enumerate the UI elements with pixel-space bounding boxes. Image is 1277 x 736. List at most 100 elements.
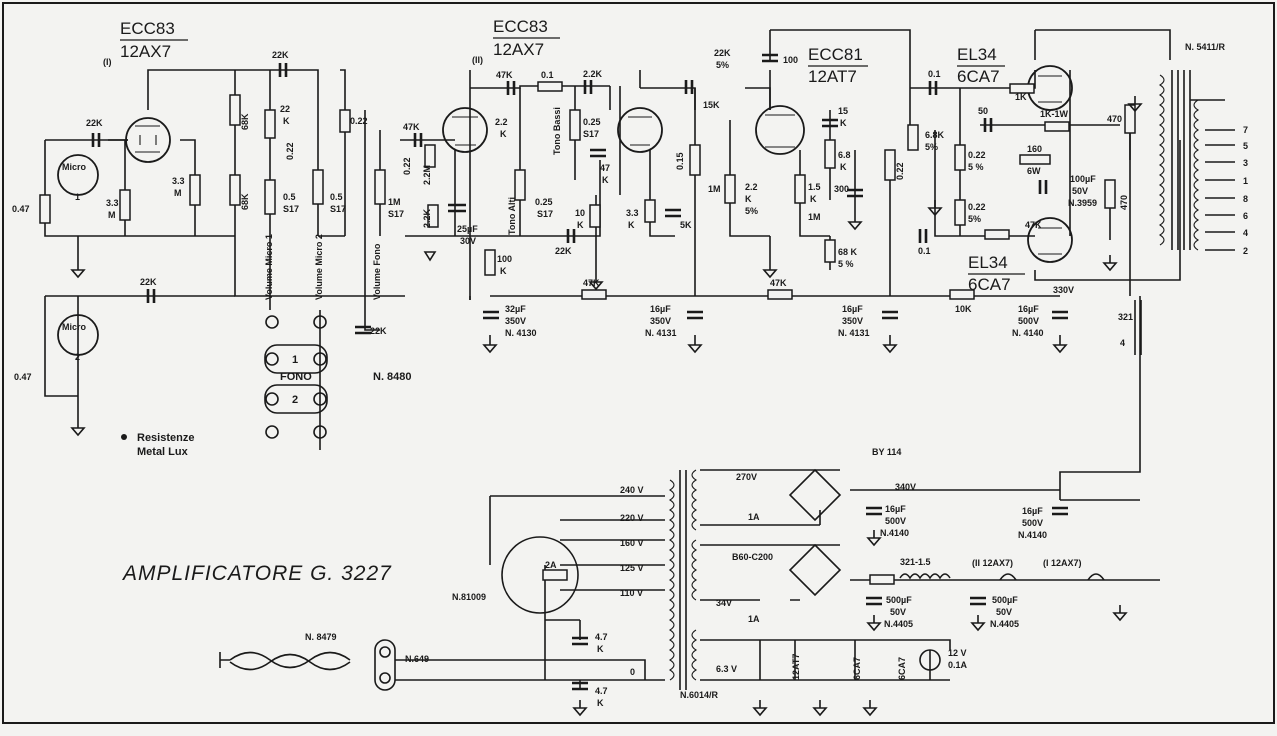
lbl-r022c: 0.22: [402, 157, 412, 175]
lbl-heat2: (I 12AX7): [1043, 558, 1082, 568]
lbl-r100k2: K: [500, 266, 507, 276]
fono-label: FONO: [280, 371, 312, 383]
lbl-c25v: 30V: [460, 236, 476, 246]
label-n81009: N.81009: [452, 592, 486, 602]
label-fuse2: 1A: [748, 614, 760, 624]
lbl-h6ca7a: 6CA7: [852, 657, 862, 680]
lbl-c32: 32µF: [505, 304, 526, 314]
input-labels: Micro 1 Micro 2 FONO 1 2 Resistenze Meta…: [62, 162, 312, 458]
lbl-c16bv: 350V: [842, 316, 863, 326]
lbl-r68k-c2: K: [840, 162, 847, 172]
lbl-c50: 50: [978, 106, 988, 116]
lbl-r5p2: 5%: [745, 206, 758, 216]
lbl-r5p: 5%: [716, 60, 729, 70]
tube-v2b: [617, 107, 663, 153]
lbl-c16en: N.4140: [1018, 530, 1047, 540]
lbl-c47k: 47: [600, 163, 610, 173]
lbl-sec8: 8: [1243, 194, 1248, 204]
micro1-label: Micro: [62, 162, 87, 172]
lbl-v125: 125 V: [620, 563, 644, 573]
v5-alt: 6CA7: [968, 275, 1011, 294]
lbl-s17b: S17: [330, 204, 346, 214]
lbl-sec4: 4: [1243, 228, 1248, 238]
lbl-c01b: 0.1: [928, 69, 941, 79]
lbl-r470b: 470: [1119, 195, 1129, 210]
lbl-heat1: (II 12AX7): [972, 558, 1013, 568]
label-choke2: 321: [1118, 312, 1133, 322]
v3-name: ECC81: [808, 45, 863, 64]
lbl-r47k-a: 47K: [403, 122, 420, 132]
legend-line1: Resistenze: [137, 432, 194, 444]
lbl-r33m-a2: M: [108, 210, 116, 220]
jacks: [121, 315, 396, 691]
lbl-r22k-t2: 2.2: [495, 117, 508, 127]
lbl-r68k-a: 68K: [240, 113, 250, 130]
label-choke: 321-1.5: [900, 557, 931, 567]
v2-alt: 12AX7: [493, 40, 544, 59]
lbl-v34: 34V: [716, 598, 732, 608]
lbl-r22k-g: 2.2: [745, 182, 758, 192]
lbl-s17d: S17: [583, 129, 599, 139]
lbl-r68k-c: 6.8: [838, 150, 851, 160]
lbl-v340: 340V: [895, 482, 916, 492]
lbl-r22k5: 22K: [714, 48, 731, 58]
lbl-c500bn: N.4405: [990, 619, 1019, 629]
lbl-c100n: N.3959: [1068, 198, 1097, 208]
lbl-r68k-e: 6.8K: [925, 130, 945, 140]
lbl-h6ca7b: 6CA7: [897, 657, 907, 680]
label-fuse1: 1A: [748, 512, 760, 522]
legend-line2: Metal Lux: [137, 446, 189, 458]
lbl-r15k: 15K: [703, 100, 720, 110]
lbl-r33k: 3.3: [626, 208, 639, 218]
micro1-num: 1: [75, 192, 80, 202]
lbl-c47b: 4.7: [595, 686, 608, 696]
capacitors: [91, 53, 1068, 691]
lbl-c16av: 350V: [650, 316, 671, 326]
lbl-sec2: 2: [1243, 246, 1248, 256]
component-labels: 0.47 0.47 22K 3.3 M 3.3 M 22K 22K 68K 68…: [12, 48, 1248, 708]
lbl-zero: 0: [630, 667, 635, 677]
lbl-c32v: 350V: [505, 316, 526, 326]
v1-index: (I): [103, 57, 112, 67]
lbl-r47k-b: 47K: [496, 70, 513, 80]
lbl-c16a: 16µF: [650, 304, 671, 314]
lbl-v270: 270V: [736, 472, 757, 482]
v2-name: ECC83: [493, 17, 548, 36]
label-n6014: N.6014/R: [680, 690, 719, 700]
volume-micro1: Volume Micro 1: [264, 234, 274, 300]
lbl-lamp2: 0.1A: [948, 660, 968, 670]
lbl-c16c: 16µF: [1018, 304, 1039, 314]
lbl-c300: 300: [834, 184, 849, 194]
lbl-r22k-c2: 22K: [140, 277, 157, 287]
lbl-r22k-g2: K: [745, 194, 752, 204]
lbl-r10k2: K: [577, 220, 584, 230]
lbl-c500b: 500µF: [992, 595, 1018, 605]
lbl-sec5: 5: [1243, 141, 1248, 151]
lbl-v220: 220 V: [620, 513, 644, 523]
lbl-c100uf: 100µF: [1070, 174, 1096, 184]
lbl-v160: 160 V: [620, 538, 644, 548]
tube-labels: ECC83 12AX7 (I) ECC83 12AX7 (II) ECC81 1…: [103, 17, 1025, 294]
label-n8480: N. 8480: [373, 371, 412, 383]
lbl-c16cv: 500V: [1018, 316, 1039, 326]
lbl-r33m-b: 3.3: [172, 176, 185, 186]
lbl-c16dn: N.4140: [880, 528, 909, 538]
lbl-c47k2: K: [602, 175, 609, 185]
label-n5411: N. 5411/R: [1185, 42, 1226, 52]
lbl-p025a: 0.25: [583, 117, 601, 127]
lbl-r022f: 0.22: [968, 202, 986, 212]
lbl-r22m: 2.2M: [422, 165, 432, 185]
lbl-r47k-e: 47K: [1025, 220, 1042, 230]
tube-v5: [1027, 217, 1073, 263]
lbl-r15k-c: 1.5: [808, 182, 821, 192]
label-n649: N.649: [405, 654, 429, 664]
lbl-s17c: S17: [388, 209, 404, 219]
lbl-r15k-b: 15: [838, 106, 848, 116]
lbl-r022b: 0.22: [285, 142, 295, 160]
lbl-r22k-v2: K: [283, 116, 290, 126]
label-by114: BY 114: [872, 447, 901, 457]
micro2-num: 2: [75, 352, 80, 362]
lbl-r22k-t3: K: [500, 129, 507, 139]
